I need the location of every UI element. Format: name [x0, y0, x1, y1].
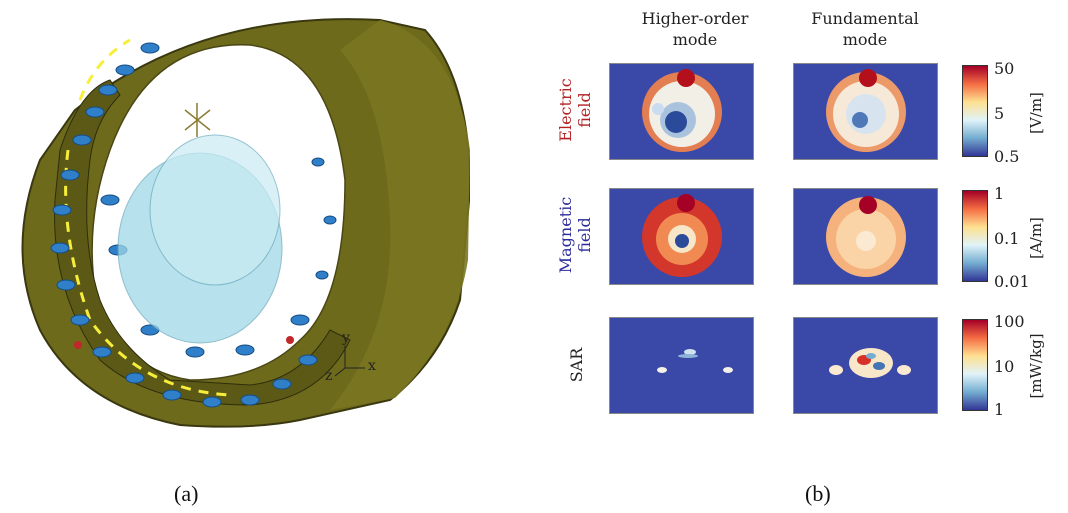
map-magnetic-fundamental — [793, 188, 938, 285]
colorbar-magnetic-tick-bottom: 0.01 — [994, 272, 1030, 291]
panel-a-label: (a) — [174, 481, 199, 506]
map-sar-higher-order — [609, 317, 754, 414]
axis-y-label: y — [342, 330, 350, 346]
axis-triad: y x z — [325, 330, 385, 390]
colorbar-sar-tick-mid: 10 — [994, 357, 1015, 376]
sensor-array — [50, 42, 337, 408]
colorbar-magnetic-tick-mid: 0.1 — [994, 229, 1020, 248]
map-electric-higher-order — [609, 63, 754, 160]
colorbar-electric-tick-bottom: 0.5 — [994, 147, 1020, 166]
colorbar-electric-tick-mid: 5 — [994, 104, 1005, 123]
column-header-higher-order: Higher-order mode — [641, 9, 749, 49]
axis-z-label: z — [325, 368, 333, 384]
colorbar-magnetic — [962, 190, 988, 282]
coil-ring — [54, 79, 351, 406]
map-magnetic-higher-order — [609, 188, 754, 285]
column-header-fundamental: Fundamental mode — [811, 9, 919, 49]
colorbar-electric-unit: [V/m] — [1027, 92, 1045, 134]
row-label-sar: SAR — [567, 347, 586, 383]
source-icon — [184, 103, 211, 137]
map-sar-fundamental — [793, 317, 938, 414]
phantom-front — [149, 134, 281, 286]
panel-a-illustration — [0, 0, 472, 460]
map-electric-fundamental — [793, 63, 938, 160]
port-marker — [286, 336, 294, 344]
row-label-electric: Electric field — [556, 78, 594, 142]
coil-array-diagram — [21, 18, 472, 428]
colorbar-electric-tick-top: 50 — [994, 59, 1015, 78]
colorbar-sar-unit: [mW/kg] — [1027, 333, 1045, 399]
axis-x-label: x — [368, 358, 376, 374]
port-marker — [74, 341, 82, 349]
colorbar-sar-tick-top: 100 — [994, 312, 1025, 331]
row-label-magnetic: Magnetic field — [556, 196, 594, 274]
colorbar-magnetic-tick-top: 1 — [994, 184, 1005, 203]
colorbar-magnetic-unit: [A/m] — [1027, 217, 1045, 259]
colorbar-sar-tick-bottom: 1 — [994, 400, 1005, 419]
shell-side — [330, 20, 470, 410]
colorbar-electric — [962, 65, 988, 157]
panel-b-label: (b) — [805, 481, 831, 506]
colorbar-sar — [962, 319, 988, 411]
